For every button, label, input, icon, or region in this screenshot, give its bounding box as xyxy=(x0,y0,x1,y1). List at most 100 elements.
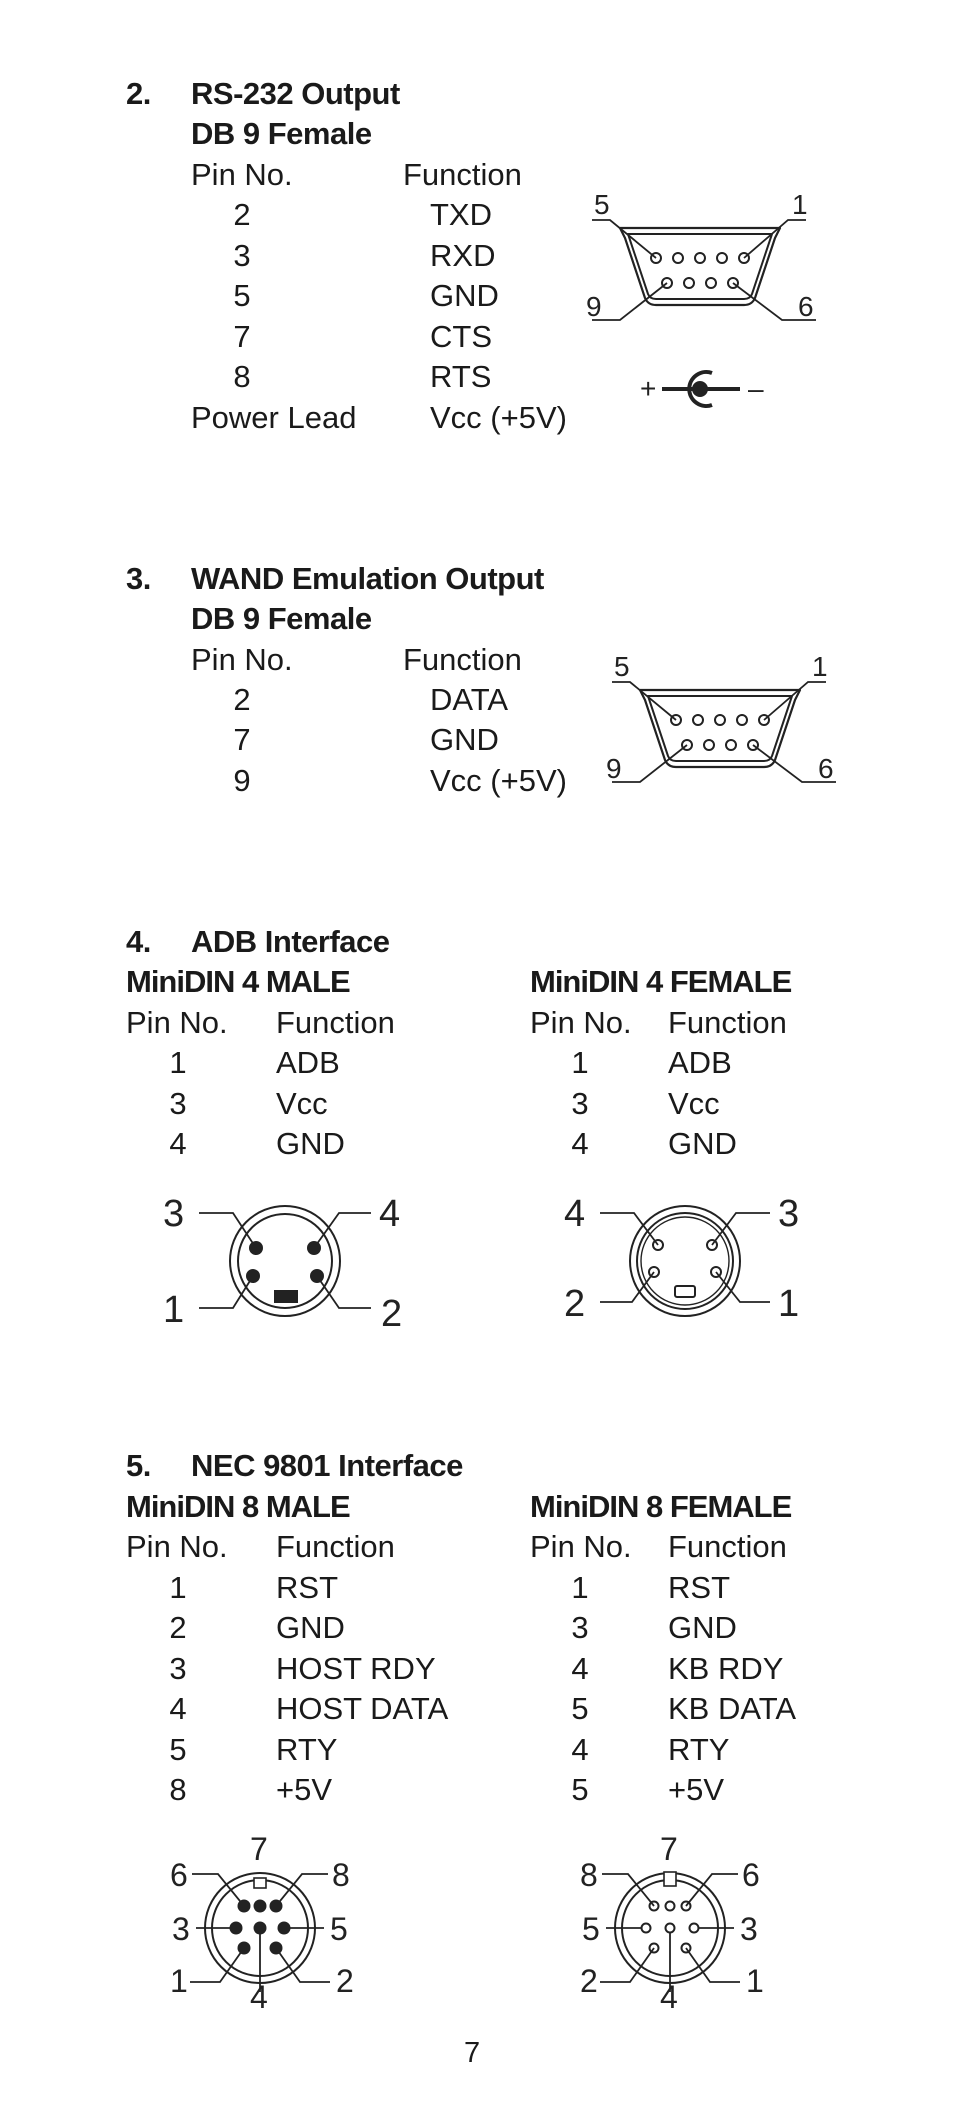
pin-number: 4 xyxy=(571,1651,589,1686)
pin-label: 7 xyxy=(660,1831,678,1867)
pin-function: HOST DATA xyxy=(276,1691,449,1726)
pin-column-header: Pin No. xyxy=(530,1005,632,1040)
power-lead-value: Vcc (+5V) xyxy=(430,400,567,435)
pin-label: 5 xyxy=(614,651,630,682)
pin-label: 8 xyxy=(332,1857,350,1893)
pin-function: +5V xyxy=(276,1772,333,1807)
pin-number: 5 xyxy=(571,1772,589,1807)
pin-number: 3 xyxy=(169,1651,187,1686)
pin-function: KB DATA xyxy=(668,1691,797,1726)
pin-label: 2 xyxy=(381,1293,402,1335)
female-heading: MiniDIN 8 FEMALE xyxy=(530,1489,792,1524)
page-number: 7 xyxy=(464,2037,481,2069)
pin-label: 2 xyxy=(564,1283,585,1325)
pin-function: RTS xyxy=(430,359,492,394)
function-column-header: Function xyxy=(403,157,522,192)
function-column-header: Function xyxy=(276,1529,395,1564)
section-number: 5. xyxy=(126,1448,151,1483)
pin-label: 4 xyxy=(660,1979,678,2010)
pin-function: RST xyxy=(276,1570,338,1605)
section-number: 4. xyxy=(126,924,151,959)
pin-function: ADB xyxy=(276,1045,340,1080)
section-subtitle: DB 9 Female xyxy=(191,116,372,151)
pin-number: 2 xyxy=(169,1610,187,1645)
pin-number: 8 xyxy=(233,359,251,394)
pin-label: 4 xyxy=(379,1193,400,1235)
pin-label: 8 xyxy=(580,1857,598,1893)
pin-label: 4 xyxy=(250,1979,268,2010)
pin-label: 3 xyxy=(740,1911,758,1947)
section-title: NEC 9801 Interface xyxy=(191,1448,463,1483)
male-heading: MiniDIN 8 MALE xyxy=(126,1489,351,1524)
female-heading: MiniDIN 4 FEMALE xyxy=(530,964,792,999)
section-title: ADB Interface xyxy=(191,924,390,959)
pin-function: Vcc xyxy=(276,1086,328,1121)
pin-number: 2 xyxy=(233,682,251,717)
pin-number: 2 xyxy=(233,197,251,232)
plus-label: + xyxy=(640,373,656,404)
pin-function: GND xyxy=(668,1126,737,1161)
pin-label: 5 xyxy=(594,189,610,220)
pin-function: GND xyxy=(276,1126,345,1161)
pin-column-header: Pin No. xyxy=(191,642,293,677)
pin-label: 1 xyxy=(163,1289,184,1331)
db9-connector-diagram: 5 1 9 6 xyxy=(606,651,836,784)
minus-label: – xyxy=(748,373,764,404)
function-column-header: Function xyxy=(276,1005,395,1040)
pin-label: 3 xyxy=(163,1193,184,1235)
pin-function: GND xyxy=(668,1610,737,1645)
pin-label: 1 xyxy=(170,1963,188,1999)
pin-function: +5V xyxy=(668,1772,725,1807)
pin-label: 1 xyxy=(792,189,808,220)
pin-number: 1 xyxy=(169,1570,187,1605)
pin-function: HOST RDY xyxy=(276,1651,436,1686)
minidin8-female-diagram: 7 8 6 5 3 2 1 4 xyxy=(580,1831,764,2010)
pin-function: CTS xyxy=(430,319,492,354)
pin-function: RTY xyxy=(668,1732,730,1767)
pin-number: 1 xyxy=(169,1045,187,1080)
male-heading: MiniDIN 4 MALE xyxy=(126,964,351,999)
pin-number: 4 xyxy=(169,1691,187,1726)
section-title: RS-232 Output xyxy=(191,76,400,111)
pin-number: 7 xyxy=(233,722,251,757)
pin-label: 6 xyxy=(742,1857,760,1893)
pin-number: 3 xyxy=(571,1610,589,1645)
dc-polarity-icon: + – xyxy=(640,370,764,408)
pin-label: 1 xyxy=(778,1283,799,1325)
pin-label: 3 xyxy=(778,1193,799,1235)
pin-function: RXD xyxy=(430,238,496,273)
pin-number: 1 xyxy=(571,1570,589,1605)
pin-function: Vcc (+5V) xyxy=(430,763,567,798)
pin-label: 1 xyxy=(812,651,828,682)
pin-function: GND xyxy=(276,1610,345,1645)
pin-number: 3 xyxy=(571,1086,589,1121)
pin-label: 6 xyxy=(798,291,814,322)
pin-number: 9 xyxy=(233,763,251,798)
pin-function: GND xyxy=(430,722,499,757)
pin-label: 9 xyxy=(606,753,622,784)
minidin8-male-diagram: 7 6 8 3 5 1 2 4 xyxy=(170,1831,354,2010)
pin-function: KB RDY xyxy=(668,1651,784,1686)
pin-number: 4 xyxy=(571,1732,589,1767)
pin-number: 4 xyxy=(169,1126,187,1161)
pin-function: RST xyxy=(668,1570,730,1605)
pin-number: 5 xyxy=(169,1732,187,1767)
section-subtitle: DB 9 Female xyxy=(191,601,372,636)
pin-number: 5 xyxy=(233,278,251,313)
pin-number: 4 xyxy=(571,1126,589,1161)
pin-number: 3 xyxy=(233,238,251,273)
pin-number: 8 xyxy=(169,1772,187,1807)
power-lead-label: Power Lead xyxy=(191,400,357,435)
pin-label: 5 xyxy=(330,1911,348,1947)
pin-function: GND xyxy=(430,278,499,313)
pin-number: 5 xyxy=(571,1691,589,1726)
pin-function: ADB xyxy=(668,1045,732,1080)
minidin4-female-diagram: 4 3 2 1 xyxy=(564,1193,799,1325)
pin-label: 3 xyxy=(172,1911,190,1947)
pin-label: 6 xyxy=(818,753,834,784)
pin-label: 2 xyxy=(336,1963,354,1999)
minidin4-male-diagram: 3 4 1 2 xyxy=(163,1193,402,1335)
pin-label: 2 xyxy=(580,1963,598,1999)
pin-label: 6 xyxy=(170,1857,188,1893)
pin-column-header: Pin No. xyxy=(126,1529,228,1564)
